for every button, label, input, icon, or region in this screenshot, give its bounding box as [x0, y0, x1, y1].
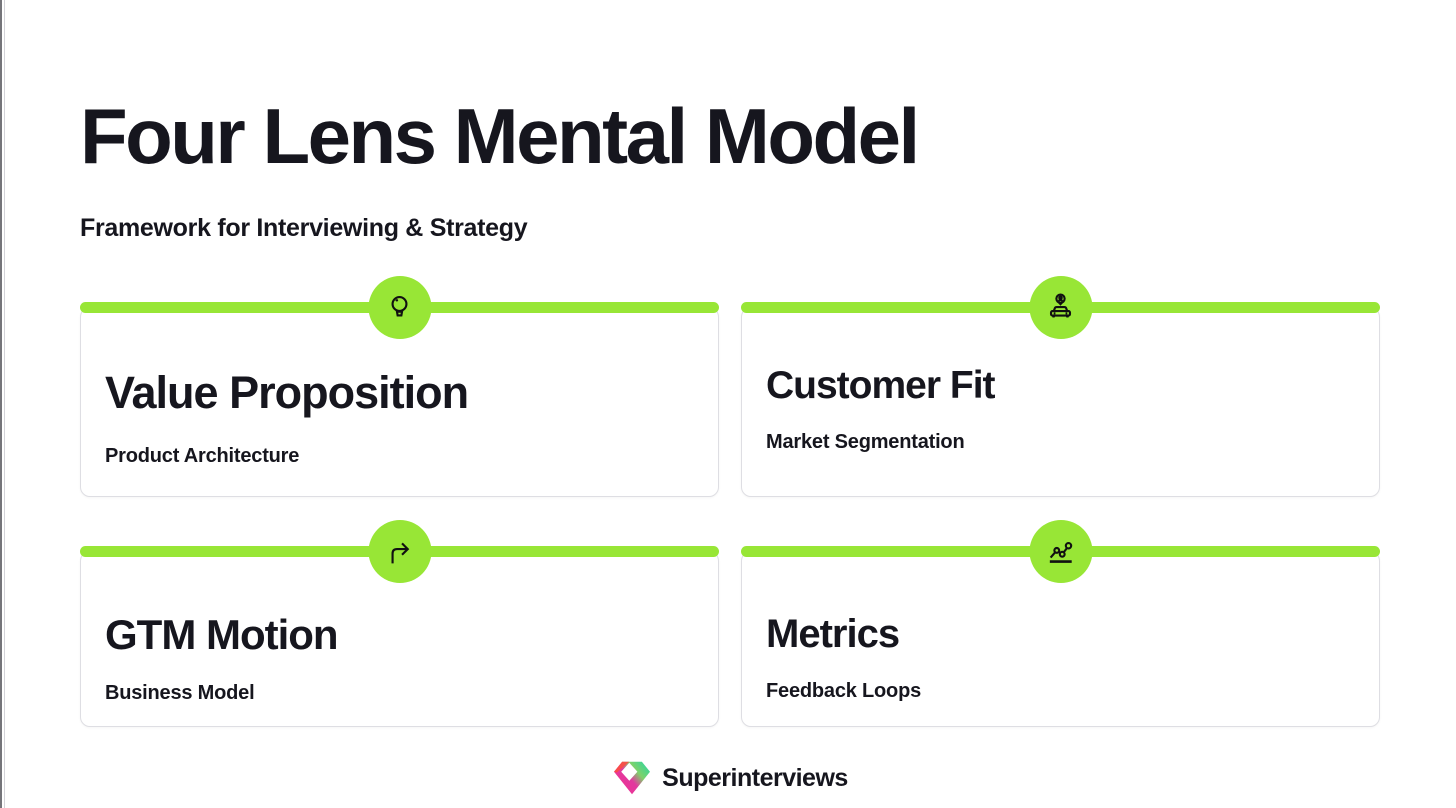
- gem-logo-icon: [614, 761, 651, 795]
- page-subtitle: Framework for Interviewing & Strategy: [80, 214, 528, 242]
- card-title: Customer Fit: [766, 364, 996, 407]
- card-subtitle: Product Architecture: [105, 445, 300, 467]
- card-title: Value Proposition: [105, 367, 469, 418]
- line-chart-dots-icon: [1049, 541, 1073, 563]
- window-edge-line-light: [4, 0, 5, 808]
- card-gtm-motion: GTM Motion Business Model: [80, 520, 719, 727]
- lens-card-grid: Value Proposition Product Architecture: [80, 276, 1380, 727]
- brand-footer: Superinterviews: [80, 760, 1380, 796]
- card-subtitle: Feedback Loops: [766, 680, 922, 702]
- driver-car-pin-icon: [1049, 292, 1072, 317]
- lightbulb-icon: [391, 295, 408, 317]
- card-icon-badge: [1029, 520, 1092, 583]
- window-edge-line: [0, 0, 2, 808]
- card-title: GTM Motion: [105, 611, 339, 658]
- card-subtitle: Business Model: [105, 682, 255, 704]
- card-customer-fit: Customer Fit Market Segmentation: [741, 276, 1380, 497]
- card-value-proposition: Value Proposition Product Architecture: [80, 276, 719, 497]
- card-icon-badge: [1029, 276, 1092, 339]
- brand-name: Superinterviews: [662, 763, 848, 792]
- card-icon-badge: [368, 276, 431, 339]
- card-subtitle: Market Segmentation: [766, 431, 965, 453]
- corner-up-right-arrow-icon: [391, 542, 410, 563]
- card-metrics: Metrics Feedback Loops: [741, 520, 1380, 727]
- card-title: Metrics: [766, 612, 900, 656]
- card-icon-badge: [368, 520, 431, 583]
- page-title: Four Lens Mental Model: [80, 92, 920, 180]
